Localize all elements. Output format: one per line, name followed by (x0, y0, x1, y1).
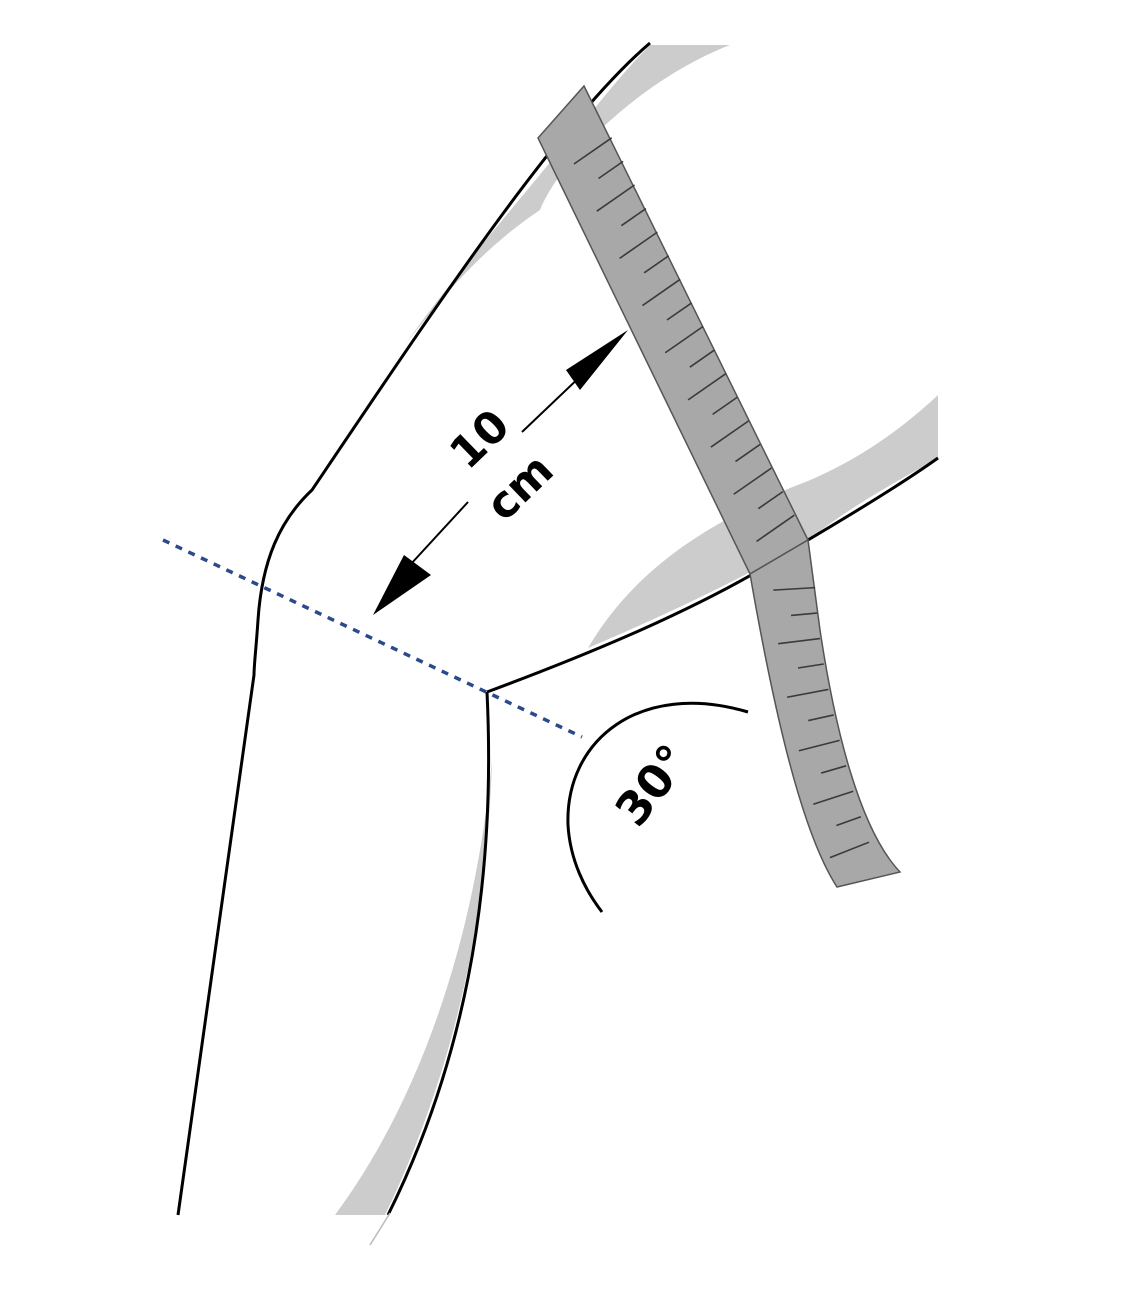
tape-tick (735, 443, 761, 463)
tape-tick (598, 160, 624, 180)
tape-tick (596, 184, 635, 212)
tape-tick (778, 637, 821, 645)
tape-tick (791, 612, 818, 617)
leg-end-stub (369, 1212, 391, 1246)
tape-tick (757, 490, 784, 510)
tape-tick (836, 815, 862, 827)
angle-label: 30° (604, 734, 700, 836)
tape-lower (749, 538, 902, 888)
tape-tick (710, 420, 750, 448)
tape-tick (620, 207, 647, 227)
tape-tick (798, 739, 840, 752)
tape-tick (773, 586, 816, 591)
tape-tick (808, 714, 834, 722)
tape-tick (687, 373, 727, 401)
tape-tick (689, 349, 715, 368)
tape-tick (573, 137, 613, 165)
measure-arrowhead-upper (566, 330, 628, 390)
tape-tick (797, 663, 824, 669)
angle-arc (566, 701, 749, 913)
tape-tick (666, 302, 693, 321)
tape-tick (786, 688, 829, 699)
tape-ticks (573, 137, 870, 859)
tape-tick (619, 231, 658, 260)
tape-upper (537, 84, 809, 576)
tape-tick (641, 278, 681, 307)
tape-tick (643, 255, 670, 274)
knee-joint-line (162, 538, 583, 739)
tape-tick (820, 765, 847, 774)
measure-arrowhead-lower (373, 555, 431, 615)
tape-tick (813, 790, 854, 806)
tape-tick (664, 325, 704, 354)
measure-arrow-lower-shaft (409, 501, 469, 566)
tape-tick (756, 514, 795, 543)
shin-shadow (335, 760, 492, 1215)
calf-back-outline (386, 691, 491, 1216)
tape-tick (733, 467, 772, 495)
tape-tick (829, 841, 870, 859)
tape-tick (712, 396, 738, 416)
